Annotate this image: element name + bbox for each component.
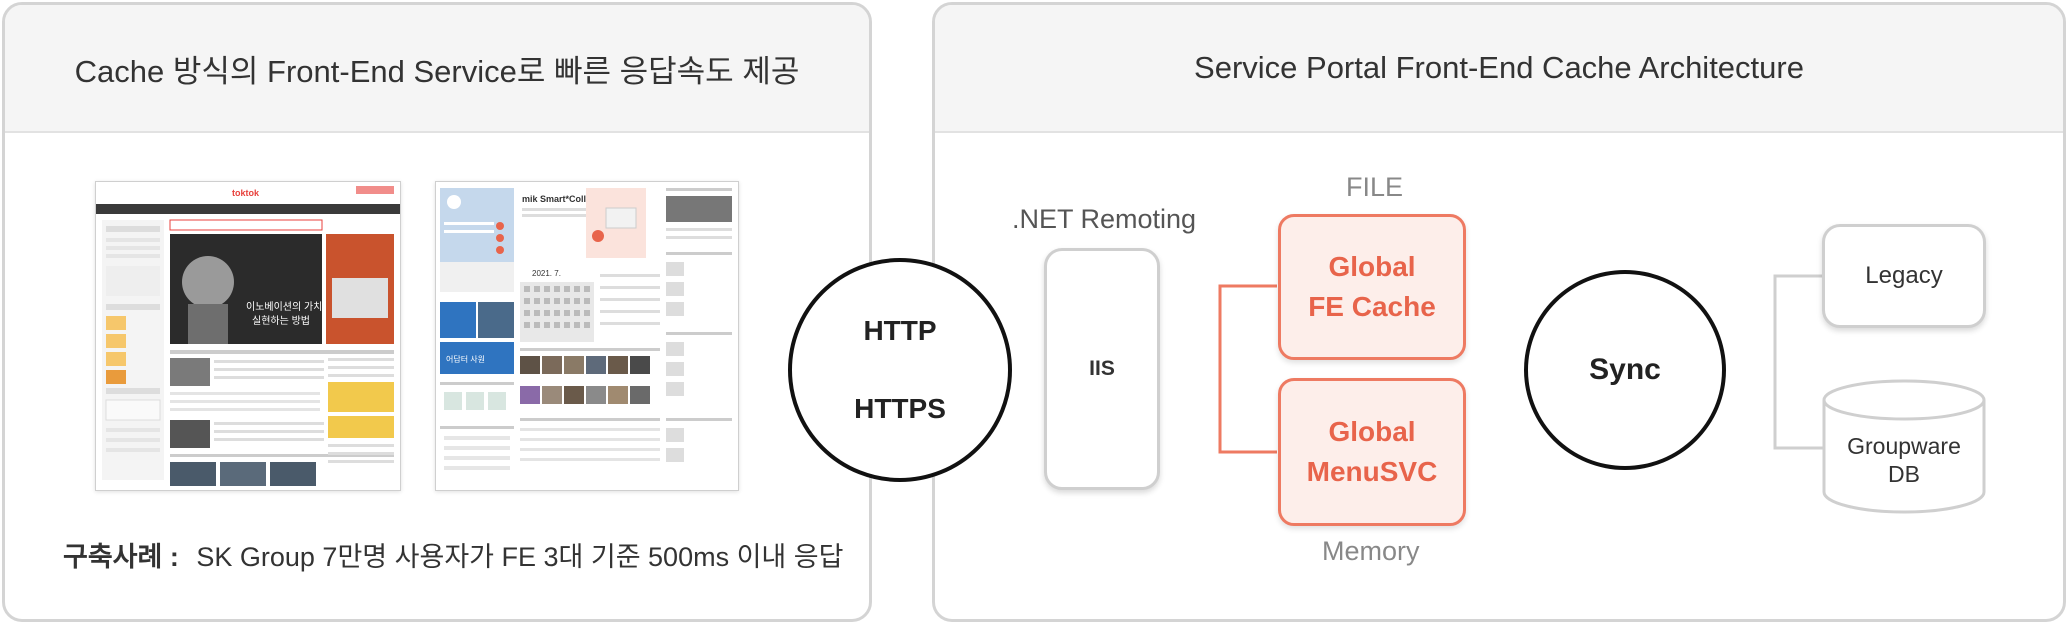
legacy-box: Legacy [1822, 224, 1986, 328]
calendar-title: 2021. 7. [532, 269, 561, 278]
left-panel-title: Cache 방식의 Front-End Service로 빠른 응답속도 제공 [5, 5, 869, 133]
sync-circle: Sync [1524, 270, 1726, 470]
headline-line1: 이노베이션의 가치를 [246, 301, 332, 313]
caption-label: 구축사례 : [63, 542, 179, 572]
groupware-db: Groupware DB [1820, 378, 1988, 516]
global-fe-cache-box: Global FE Cache [1278, 214, 1466, 360]
caption-text: SK Group 7만명 사용자가 FE 3대 기준 500ms 이내 응답 [196, 542, 844, 572]
menusvc-line2: MenuSVC [1306, 456, 1438, 487]
case-study-caption: 구축사례 : SK Group 7만명 사용자가 FE 3대 기준 500ms … [63, 535, 843, 574]
fe-cache-line1: Global [1328, 251, 1416, 282]
file-label: FILE [1346, 172, 1404, 202]
collabo-portal-thumbnail: 어답터 사원 mik Smart*Collabo 2021. 7. [440, 188, 732, 470]
db-label-line1: Groupware [1847, 433, 1961, 459]
db-label-line2: DB [1888, 461, 1920, 487]
memory-label: Memory [1322, 536, 1420, 566]
portal-screenshot-toktok: toktok 이노베이션의 가치를 실현하는 방법 [95, 181, 401, 491]
collabo-brand: mik Smart*Collabo [522, 194, 603, 204]
http-label: HTTP [863, 315, 937, 346]
global-menusvc-box: Global MenuSVC [1278, 378, 1466, 526]
legacy-label: Legacy [1865, 262, 1943, 289]
https-label: HTTPS [854, 393, 946, 424]
right-panel-title: Service Portal Front-End Cache Architect… [935, 5, 2063, 133]
button-label: 어답터 사원 [446, 354, 485, 364]
menusvc-line1: Global [1328, 416, 1416, 447]
portal-screenshot-collabo: 어답터 사원 mik Smart*Collabo 2021. 7. [435, 181, 739, 491]
iis-label: IIS [1089, 357, 1115, 380]
toktok-portal-thumbnail: toktok 이노베이션의 가치를 실현하는 방법 [96, 182, 400, 486]
iis-box: IIS [1044, 248, 1160, 490]
headline-line2: 실현하는 방법 [252, 314, 310, 327]
fe-cache-line2: FE Cache [1308, 291, 1436, 322]
database-icon [1822, 379, 1986, 514]
left-panel: Cache 방식의 Front-End Service로 빠른 응답속도 제공 … [2, 2, 872, 622]
protocol-circle: HTTP HTTPS [788, 258, 1012, 482]
sync-label: Sync [1589, 353, 1661, 386]
remoting-label: .NET Remoting [1012, 204, 1197, 234]
toktok-logo: toktok [232, 188, 260, 198]
